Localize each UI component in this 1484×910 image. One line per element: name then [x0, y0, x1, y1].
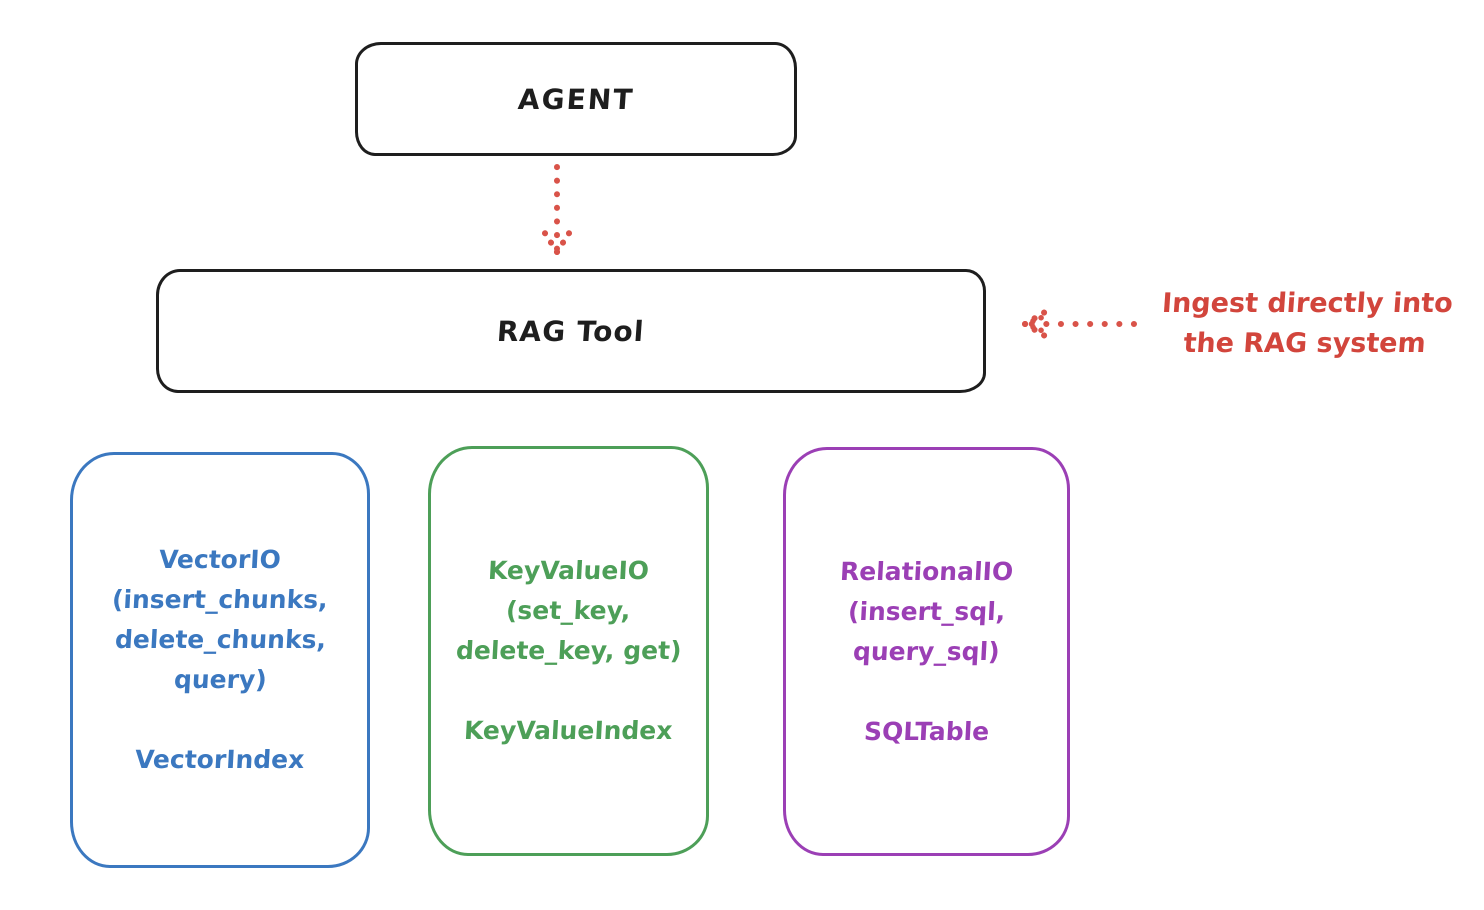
- vector-index-label: VectorIndex: [134, 745, 306, 774]
- vector-io-box: VectorIO (insert_chunks, delete_chunks, …: [70, 452, 370, 868]
- vector-io-line: delete_chunks,: [113, 625, 327, 654]
- sql-table-label: SQLTable: [863, 716, 990, 746]
- dotted-arrow-down-icon: [538, 164, 576, 255]
- relational-io-box: RelationalIO (insert_sql, query_sql) SQL…: [783, 447, 1070, 856]
- keyvalue-index-label: KeyValueIndex: [463, 716, 674, 745]
- ingest-annotation-line1: Ingest directly into: [1161, 288, 1454, 319]
- rag-tool-box: RAG Tool: [156, 269, 986, 393]
- vector-io-line: query): [172, 665, 268, 694]
- relational-io-line: RelationalIO: [839, 556, 1014, 586]
- keyvalue-io-box: KeyValueIO (set_key, delete_key, get) Ke…: [428, 446, 709, 856]
- relational-io-line: query_sql): [852, 636, 1001, 666]
- agent-box: AGENT: [355, 42, 797, 156]
- keyvalue-io-line: KeyValueIO: [487, 556, 650, 585]
- dotted-arrow-left-icon: [1022, 306, 1137, 342]
- ingest-annotation-line2: the RAG system: [1182, 328, 1427, 359]
- keyvalue-io-line: (set_key,: [505, 596, 632, 625]
- relational-io-line: (insert_sql,: [847, 596, 1006, 626]
- rag-tool-box-label: RAG Tool: [496, 314, 646, 348]
- vector-io-line: (insert_chunks,: [111, 585, 329, 614]
- ingest-annotation: Ingest directly into the RAG system: [1135, 284, 1477, 364]
- keyvalue-io-line: delete_key, get): [455, 636, 683, 665]
- agent-box-label: AGENT: [516, 82, 636, 116]
- vector-io-line: VectorIO: [158, 545, 282, 574]
